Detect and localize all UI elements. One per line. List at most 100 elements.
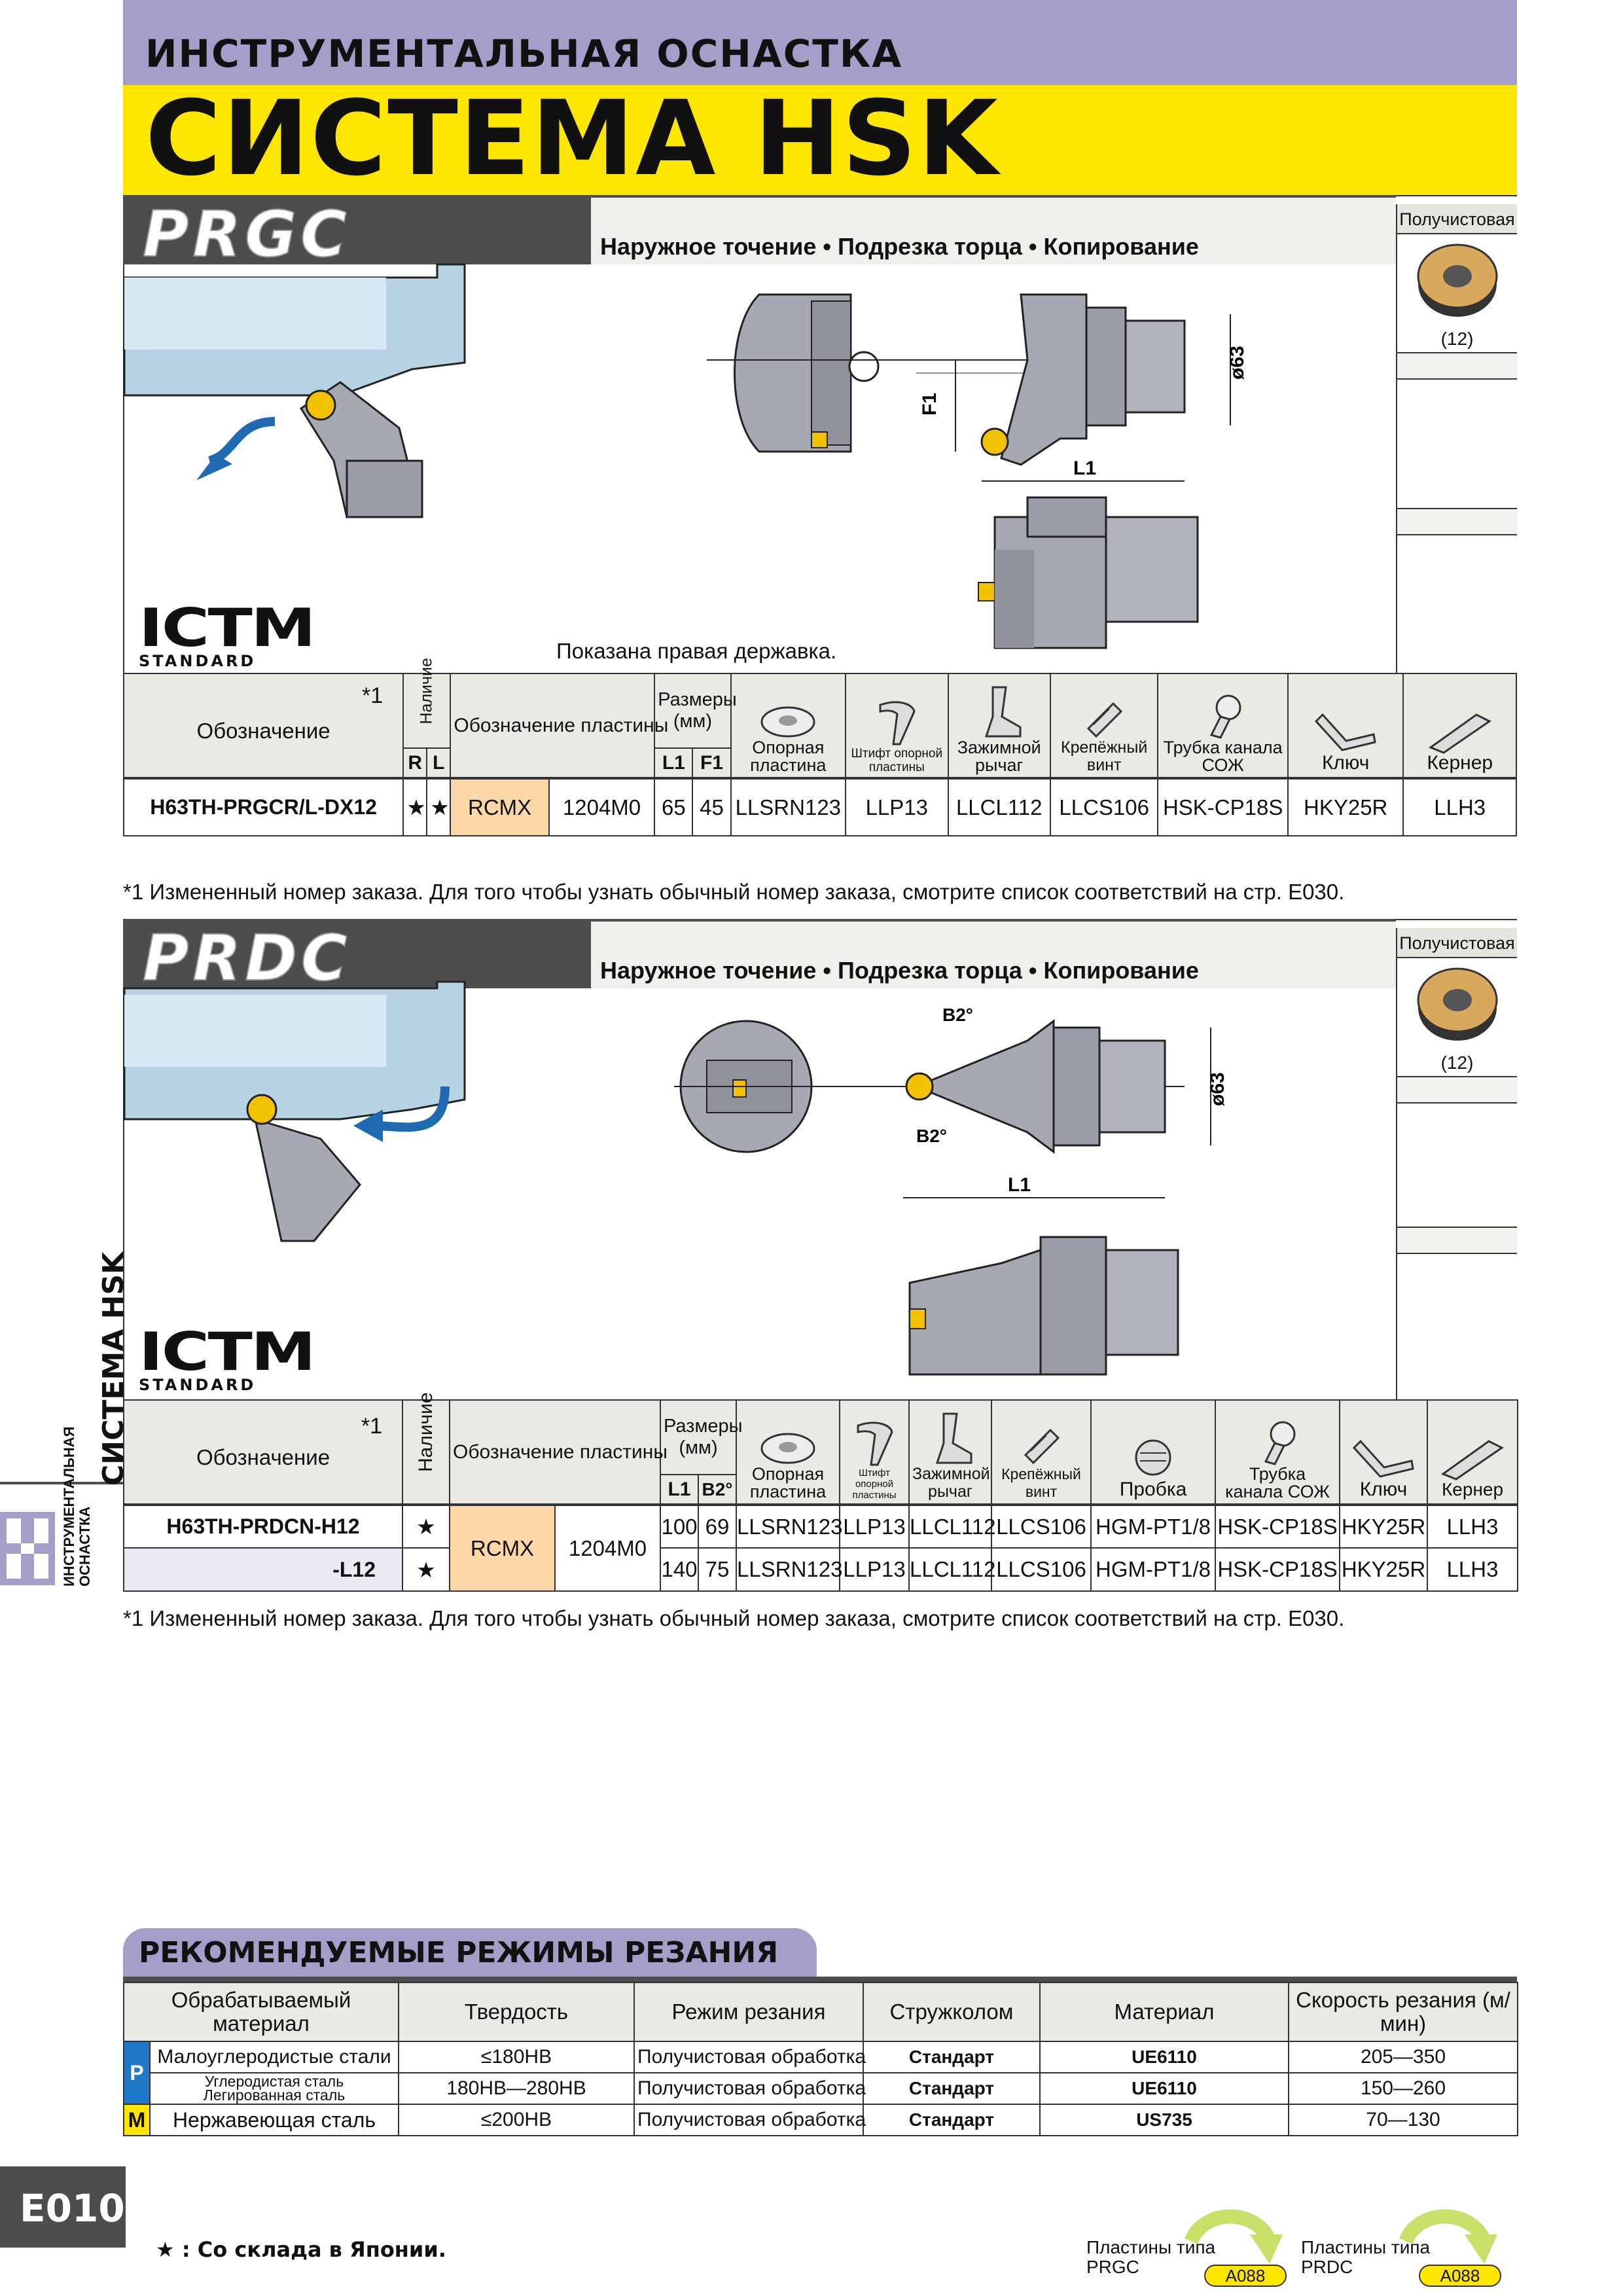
cut-speed: 70—130 [1288,2104,1518,2136]
cut-chip: Стандарт [863,2104,1041,2136]
prdc-row-code: H63TH-PRDCN-H12 [123,1504,403,1549]
cut-hard: ≤180HB [398,2041,635,2073]
prdc-dim-b2-bottom: B2° [916,1126,947,1146]
prdc-row-part: LLH3 [1427,1547,1519,1592]
prdc-part-6: Ключ [1339,1399,1429,1505]
prdc-part-3: Крепёжный винт [991,1399,1092,1505]
prgc-row-ins2: 1204M0 [548,778,656,836]
cut-mat: Нержавеющая сталь [149,2104,399,2136]
prgc-dim-l1: L1 [1073,457,1096,479]
prdc-row-part: HGM-PT1/8 [1090,1504,1217,1549]
prdc-part-1: Штифт опорной пластины [839,1399,910,1505]
prdc-row-part: LLP13 [839,1504,910,1549]
cut-chip: Стандарт [863,2041,1041,2073]
prdc-part-4: Пробка [1090,1399,1217,1505]
prdc-row-v2: 75 [697,1547,738,1592]
prgc-ops-bar: Наружное точение • Подрезка торца • Копи… [591,195,1396,264]
cut-mode: Получистовая обработка [633,2041,866,2073]
cut-hard: 180HB—280HB [398,2072,635,2105]
prdc-col-l1: L1 [660,1474,699,1505]
prdc-row-part: LLCS106 [991,1504,1092,1549]
prdc-insert-count: (12) [1440,1052,1474,1073]
header-band [123,0,1517,85]
prgc-footnote: *1 Измененный номер заказа. Для того что… [123,880,1345,904]
prdc-row-part: LLCL112 [908,1504,996,1549]
cut-grade: US735 [1039,2104,1289,2136]
cutting-col-2: Режим резания [633,1982,864,2042]
cut-speed: 150—260 [1288,2072,1518,2105]
prdc-dim-b2-top: B2° [942,1005,973,1025]
cutting-col-3: Стружколом [863,1982,1041,2042]
cutting-col-4: Материал [1039,1982,1289,2042]
prgc-part-4: Трубка канала СОЖ [1157,673,1289,779]
prgc-row-part: HKY25R [1287,778,1404,836]
prdc-insert-type: Получистовая [1397,928,1517,958]
prdc-row-part: HKY25R [1339,1547,1429,1592]
prdc-col-b2: B2° [697,1474,738,1505]
prdc-part-2: Зажимной рычаг [908,1399,993,1505]
prgc-row-r: ★ [402,778,428,836]
prgc-part-6: Кернер [1402,673,1517,779]
prdc-row-v1: 100 [660,1504,699,1549]
prdc-row-part: LLH3 [1427,1504,1519,1549]
cutting-title-bar [123,1928,817,1978]
cutting-col-0: Обрабатываемый материал [123,1982,399,2042]
prgc-part-5: Ключ [1287,673,1404,779]
prdc-insert-panel: Получистовая (12) [1396,928,1517,1399]
prgc-row-code: H63TH-PRGCR/L-DX12 [122,778,404,836]
link-page-badge[interactable]: A088 [1204,2265,1287,2287]
cut-mat: Малоуглеродистые стали [149,2041,399,2073]
cutting-col-1: Твердость [398,1982,635,2042]
prdc-row-part: HSK-CP18S [1215,1547,1341,1592]
prgc-row-l: ★ [426,778,452,836]
round-insert-icon [1417,967,1497,1041]
prdc-footnote: *1 Измененный номер заказа. Для того что… [123,1606,1345,1630]
stock-note: ★ : Со склада в Японии. [156,2237,446,2262]
prgc-row-v2: 45 [692,778,732,836]
prdc-row-part: LLCS106 [991,1547,1092,1592]
prgc-col-f1: F1 [692,747,732,779]
prdc-row-part: LLSRN123 [736,1504,842,1549]
cut-chip: Стандарт [863,2072,1041,2105]
prgc-insert-count: (12) [1440,329,1474,349]
prdc-row-avail: ★ [402,1547,450,1592]
prdc-row-ins1: RCMX [449,1504,556,1592]
cutting-title-line [123,1977,1517,1982]
prgc-row-part: LLCL112 [947,778,1051,836]
prgc-insert-type: Получистовая [1397,204,1517,234]
prgc-part-0: Опорная пластина [730,673,847,779]
prdc-row-v2: 69 [697,1504,738,1549]
prgc-dim-f1: F1 [919,393,940,416]
prdc-machining-illustration [123,980,466,1242]
link-prgc[interactable]: Пластины типа PRGC A088 [1086,2208,1296,2287]
cutting-col-5: Скорость резания (м/мин) [1288,1982,1518,2042]
prgc-col-insert: Обозначение пластины [450,673,668,779]
prgc-technical-drawing: ø63 F1 L1 [707,293,1248,649]
prgc-caption: Показана правая державка. [556,639,837,663]
prdc-col-size: Размеры (мм) [659,1399,743,1475]
cut-grade: UE6110 [1039,2041,1289,2073]
prdc-technical-drawing: B2° B2° ø63 L1 [674,1005,1228,1376]
cut-mode: Получистовая обработка [633,2104,866,2136]
prgc-col-avail: Наличие [402,658,452,749]
side-tab-line [0,1482,123,1484]
prdc-part-0: Опорная пластина [736,1399,841,1505]
prgc-col-size: Размеры (мм) [654,673,737,749]
grp-p-badge: P [123,2041,151,2105]
prdc-dim-d: ø63 [1207,1072,1228,1106]
prgc-row-part: LLH3 [1402,778,1517,836]
prgc-insert-panel: Получистовая (12) [1396,204,1517,673]
prdc-dim-l1: L1 [1008,1174,1031,1196]
link-prdc[interactable]: Пластины типа PRDC A088 [1301,2208,1517,2287]
prdc-title-bar: PRDC [123,919,591,996]
page-title: СИСТЕМА HSK [145,79,999,199]
link-page-badge[interactable]: A088 [1419,2265,1501,2287]
prgc-machining-illustration [123,263,491,519]
prgc-row-part: HSK-CP18S [1157,778,1289,836]
